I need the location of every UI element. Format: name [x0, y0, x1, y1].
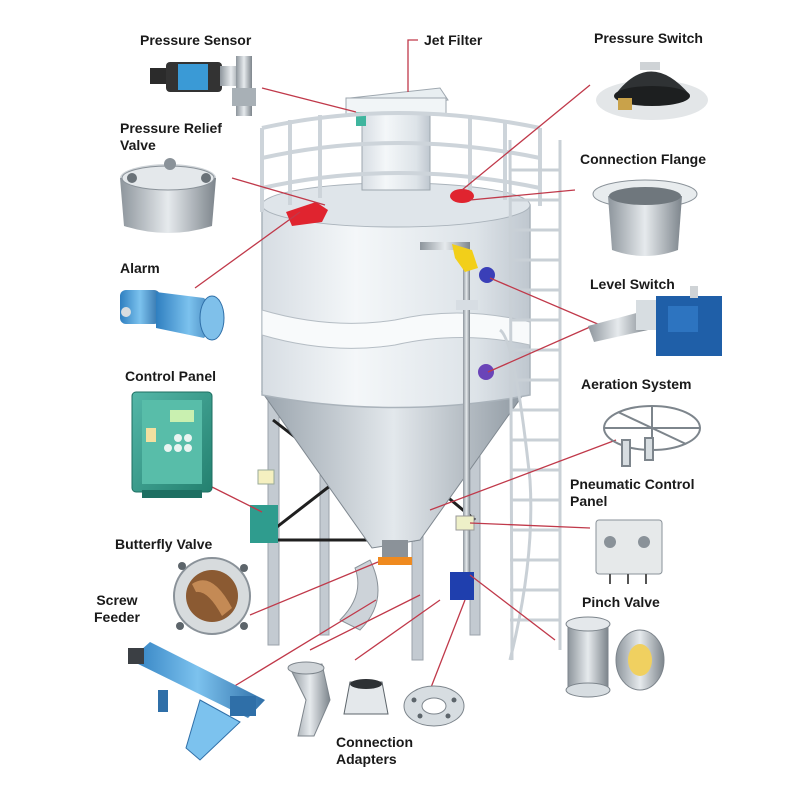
label-pressure-relief-line1: Pressure Relief: [120, 120, 222, 136]
level-probe-lower: [478, 364, 494, 380]
label-pneumatic-control-panel: Pneumatic Control Panel: [570, 476, 694, 510]
level-probe-upper: [479, 267, 495, 283]
silo-ladder: [498, 139, 562, 661]
label-butterfly-valve: Butterfly Valve: [115, 536, 213, 552]
label-pressure-relief-line2: Valve: [120, 137, 156, 153]
relief-valve-on-roof: [286, 202, 328, 226]
pressure-relief-valve-image: [120, 158, 216, 233]
label-screw-line2: Feeder: [94, 609, 140, 625]
butterfly-valve-image: [173, 557, 251, 635]
label-connection-flange: Connection Flange: [580, 151, 706, 167]
label-pneumatic-line1: Pneumatic Control: [570, 476, 695, 492]
silo-outlet: [382, 540, 408, 560]
label-level-switch: Level Switch: [590, 276, 675, 292]
leg-panel-green: [250, 505, 278, 543]
connection-adapters-image: [287, 661, 465, 737]
label-screw-feeder: Screw Feeder: [94, 592, 140, 626]
aeration-system-image: [603, 405, 701, 467]
label-connection-adapters: Connection Adapters: [336, 734, 413, 768]
yellow-inlet: [452, 244, 478, 272]
label-pinch-valve: Pinch Valve: [582, 594, 660, 610]
pneumatic-control-panel-image: [595, 519, 663, 584]
label-alarm: Alarm: [120, 260, 160, 276]
label-jet-filter: Jet Filter: [424, 32, 483, 48]
feeder-duct: [339, 559, 379, 631]
label-pneumatic-line2: Panel: [570, 493, 608, 509]
pressure-sensor-image: [150, 56, 256, 116]
alarm-image: [120, 290, 225, 341]
leg-panel-small: [257, 469, 275, 485]
pressure-switch-image: [596, 62, 708, 120]
pressure-switch-on-roof: [450, 189, 474, 203]
pinch-valve-on-silo: [450, 572, 474, 600]
label-pressure-relief-valve: Pressure Relief Valve: [120, 120, 222, 154]
label-pressure-switch: Pressure Switch: [594, 30, 703, 46]
control-panel-image: [131, 391, 213, 498]
label-aeration-system: Aeration System: [581, 376, 692, 392]
fill-pipe: [420, 242, 478, 585]
jet-filter-housing: [345, 87, 449, 191]
label-control-panel: Control Panel: [125, 368, 217, 384]
label-adapters-line2: Adapters: [336, 751, 397, 767]
label-adapters-line1: Connection: [336, 734, 413, 750]
screw-feeder-image: [128, 642, 265, 761]
connection-flange-image: [592, 179, 698, 256]
label-pressure-sensor: Pressure Sensor: [140, 32, 252, 48]
pinch-valve-image: [565, 616, 665, 698]
silo-cone: [261, 391, 526, 549]
level-switch-image: [588, 286, 722, 356]
label-screw-line1: Screw: [96, 592, 138, 608]
silo: [250, 87, 562, 661]
callout-lines: [194, 39, 617, 691]
